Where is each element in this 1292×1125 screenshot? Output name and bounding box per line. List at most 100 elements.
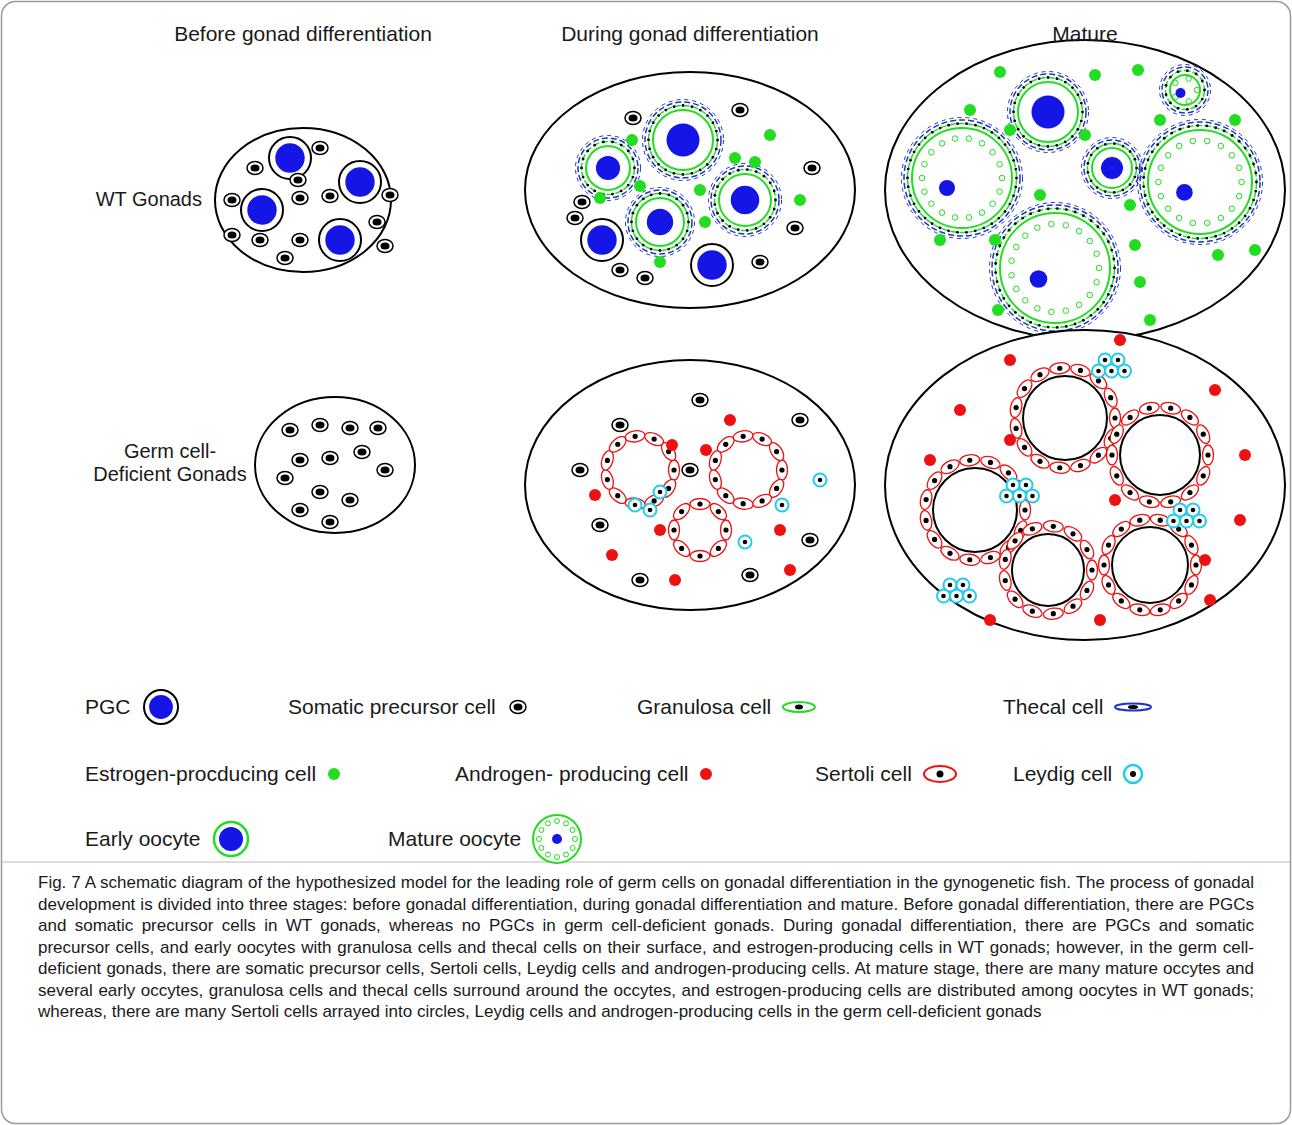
somatic-nucleus	[228, 232, 237, 239]
yolk-granule	[1009, 272, 1015, 278]
granulosa-nucleus	[939, 227, 942, 230]
granulosa-nucleus	[974, 229, 977, 232]
leydig-cell	[1000, 490, 1013, 503]
granulosa-nucleus	[773, 190, 776, 193]
androgen-cell	[984, 614, 996, 626]
pgc-membrane	[144, 690, 178, 724]
granulosa-nucleus	[1169, 76, 1172, 79]
granulosa-nucleus	[755, 227, 758, 230]
granulosa-nucleus	[1022, 135, 1025, 138]
yolk-granule	[1186, 99, 1192, 105]
granulosa-nucleus	[632, 158, 635, 161]
yolk-granule	[1176, 143, 1182, 149]
granulosa-nucleus	[774, 199, 777, 202]
granulosa-nucleus	[1012, 159, 1015, 162]
thecal-layer	[1082, 138, 1143, 199]
somatic-cell	[592, 519, 608, 532]
granulosa-nucleus	[1090, 154, 1093, 157]
somatic-cell	[625, 112, 641, 125]
sertoli-nucleus	[741, 434, 746, 439]
androgen-cell	[1239, 449, 1251, 461]
granulosa-nucleus	[1187, 125, 1190, 128]
granulosa-nucleus	[1013, 102, 1016, 105]
somatic-cell	[277, 252, 293, 265]
yolk-granule	[1009, 258, 1015, 264]
granulosa-nucleus	[650, 248, 653, 251]
somatic-cell	[612, 264, 628, 277]
granulosa-nucleus	[1255, 181, 1258, 184]
sertoli-nucleus	[1187, 415, 1192, 420]
yolk-granule	[966, 136, 972, 142]
oocyte-nucleus	[1030, 270, 1048, 288]
somatic-cell	[224, 194, 240, 207]
granulosa-layer	[1144, 126, 1257, 239]
pgc-nucleus	[247, 195, 276, 224]
leydig-nucleus	[1191, 508, 1196, 513]
androgen-cell	[1209, 384, 1221, 396]
somatic-nucleus	[386, 192, 395, 199]
yolk-granule	[1165, 206, 1171, 212]
granulosa-nucleus	[642, 244, 645, 247]
yolk-granule	[1076, 228, 1082, 234]
leydig-cell	[963, 590, 976, 603]
granulosa-nucleus	[931, 131, 934, 134]
lumen	[1023, 376, 1107, 460]
sertoli-cell	[939, 457, 962, 477]
sertoli-nucleus	[697, 501, 702, 506]
thecal-layer	[992, 205, 1118, 331]
granulosa-nucleus	[711, 121, 714, 124]
sertoli-nucleus	[605, 458, 610, 463]
granulosa-nucleus	[1110, 249, 1113, 252]
somatic-nucleus	[316, 489, 325, 496]
somatic-nucleus	[251, 165, 260, 172]
somatic-cell	[377, 464, 393, 477]
granulosa-nucleus	[706, 163, 709, 166]
leydig-nucleus	[948, 583, 953, 588]
androgen-cell	[1204, 594, 1216, 606]
sertoli-cell	[669, 520, 680, 540]
granulosa-nucleus	[737, 228, 740, 231]
legend-sample	[211, 819, 251, 859]
granulosa-nucleus	[1013, 120, 1016, 123]
granulosa-nucleus	[947, 124, 950, 127]
thecal-layer	[1010, 74, 1086, 150]
granulosa-nucleus	[1029, 212, 1032, 215]
sertoli-cell	[1138, 494, 1160, 509]
sertoli-cell	[707, 501, 729, 523]
sertoli-cell	[707, 468, 723, 490]
granulosa-nucleus	[1165, 93, 1168, 96]
granulosa-nucleus	[1038, 324, 1041, 327]
granulosa-nucleus	[1012, 111, 1015, 114]
estrogen-cell	[1079, 129, 1091, 141]
estrogen-cell	[1249, 244, 1261, 256]
thecal-layer	[578, 138, 638, 198]
somatic-cell	[804, 162, 820, 175]
granulosa-nucleus	[1231, 134, 1234, 137]
leydig-cell	[1180, 515, 1193, 528]
granulosa-nucleus	[667, 193, 670, 196]
granulosa-layer	[908, 124, 1017, 233]
granulosa-nucleus	[1144, 194, 1147, 197]
granulosa-nucleus	[1107, 240, 1110, 243]
sertoli-nucleus	[1106, 542, 1111, 547]
granulosa-nucleus	[659, 192, 662, 195]
legend-text: Mature oocyte	[388, 827, 521, 851]
granulosa-nucleus	[1231, 227, 1234, 230]
sertoli-cell	[1077, 579, 1096, 602]
estrogen-cell	[992, 304, 1004, 316]
sertoli-nucleus	[1137, 518, 1142, 523]
granulosa-nucleus	[1244, 215, 1247, 218]
sertoli-nucleus	[1127, 415, 1132, 420]
gonad-outline	[525, 72, 855, 308]
granulosa-nucleus	[580, 167, 583, 170]
legend-sample	[698, 759, 714, 789]
sertoli-cell	[1014, 436, 1035, 459]
pgc-membrane	[241, 189, 283, 231]
granulosa-nucleus	[1014, 186, 1017, 189]
yolk-granule	[539, 828, 544, 833]
granulosa-nucleus	[1008, 304, 1011, 307]
granulosa-nucleus	[1056, 144, 1059, 147]
sertoli-cell	[1119, 407, 1141, 428]
somatic-nucleus	[381, 467, 390, 474]
sertoli-cell	[919, 489, 934, 511]
